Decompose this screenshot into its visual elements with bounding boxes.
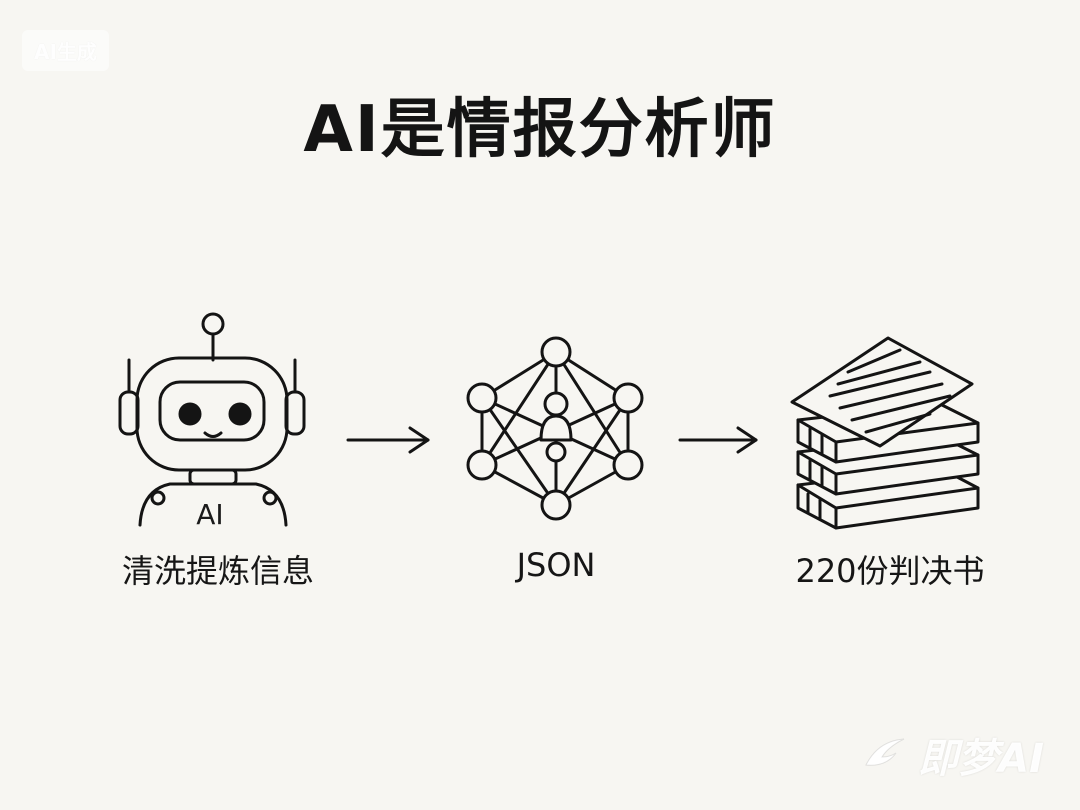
arrow-right-icon-1 bbox=[348, 428, 428, 452]
document-stack-icon bbox=[792, 338, 978, 528]
robot-icon bbox=[120, 314, 304, 525]
step-label-clean: 清洗提炼信息 bbox=[88, 546, 348, 592]
watermark-text: 即梦AI bbox=[918, 726, 1044, 784]
star-swoosh-icon bbox=[860, 735, 910, 775]
arrow-right-icon-2 bbox=[680, 428, 756, 452]
step-label-json: JSON bbox=[426, 546, 686, 584]
watermark: 即梦AI bbox=[860, 726, 1044, 784]
step-label-verdicts: 220份判决书 bbox=[760, 546, 1020, 592]
network-icon bbox=[468, 338, 642, 519]
robot-chest-label: AI bbox=[170, 498, 250, 531]
